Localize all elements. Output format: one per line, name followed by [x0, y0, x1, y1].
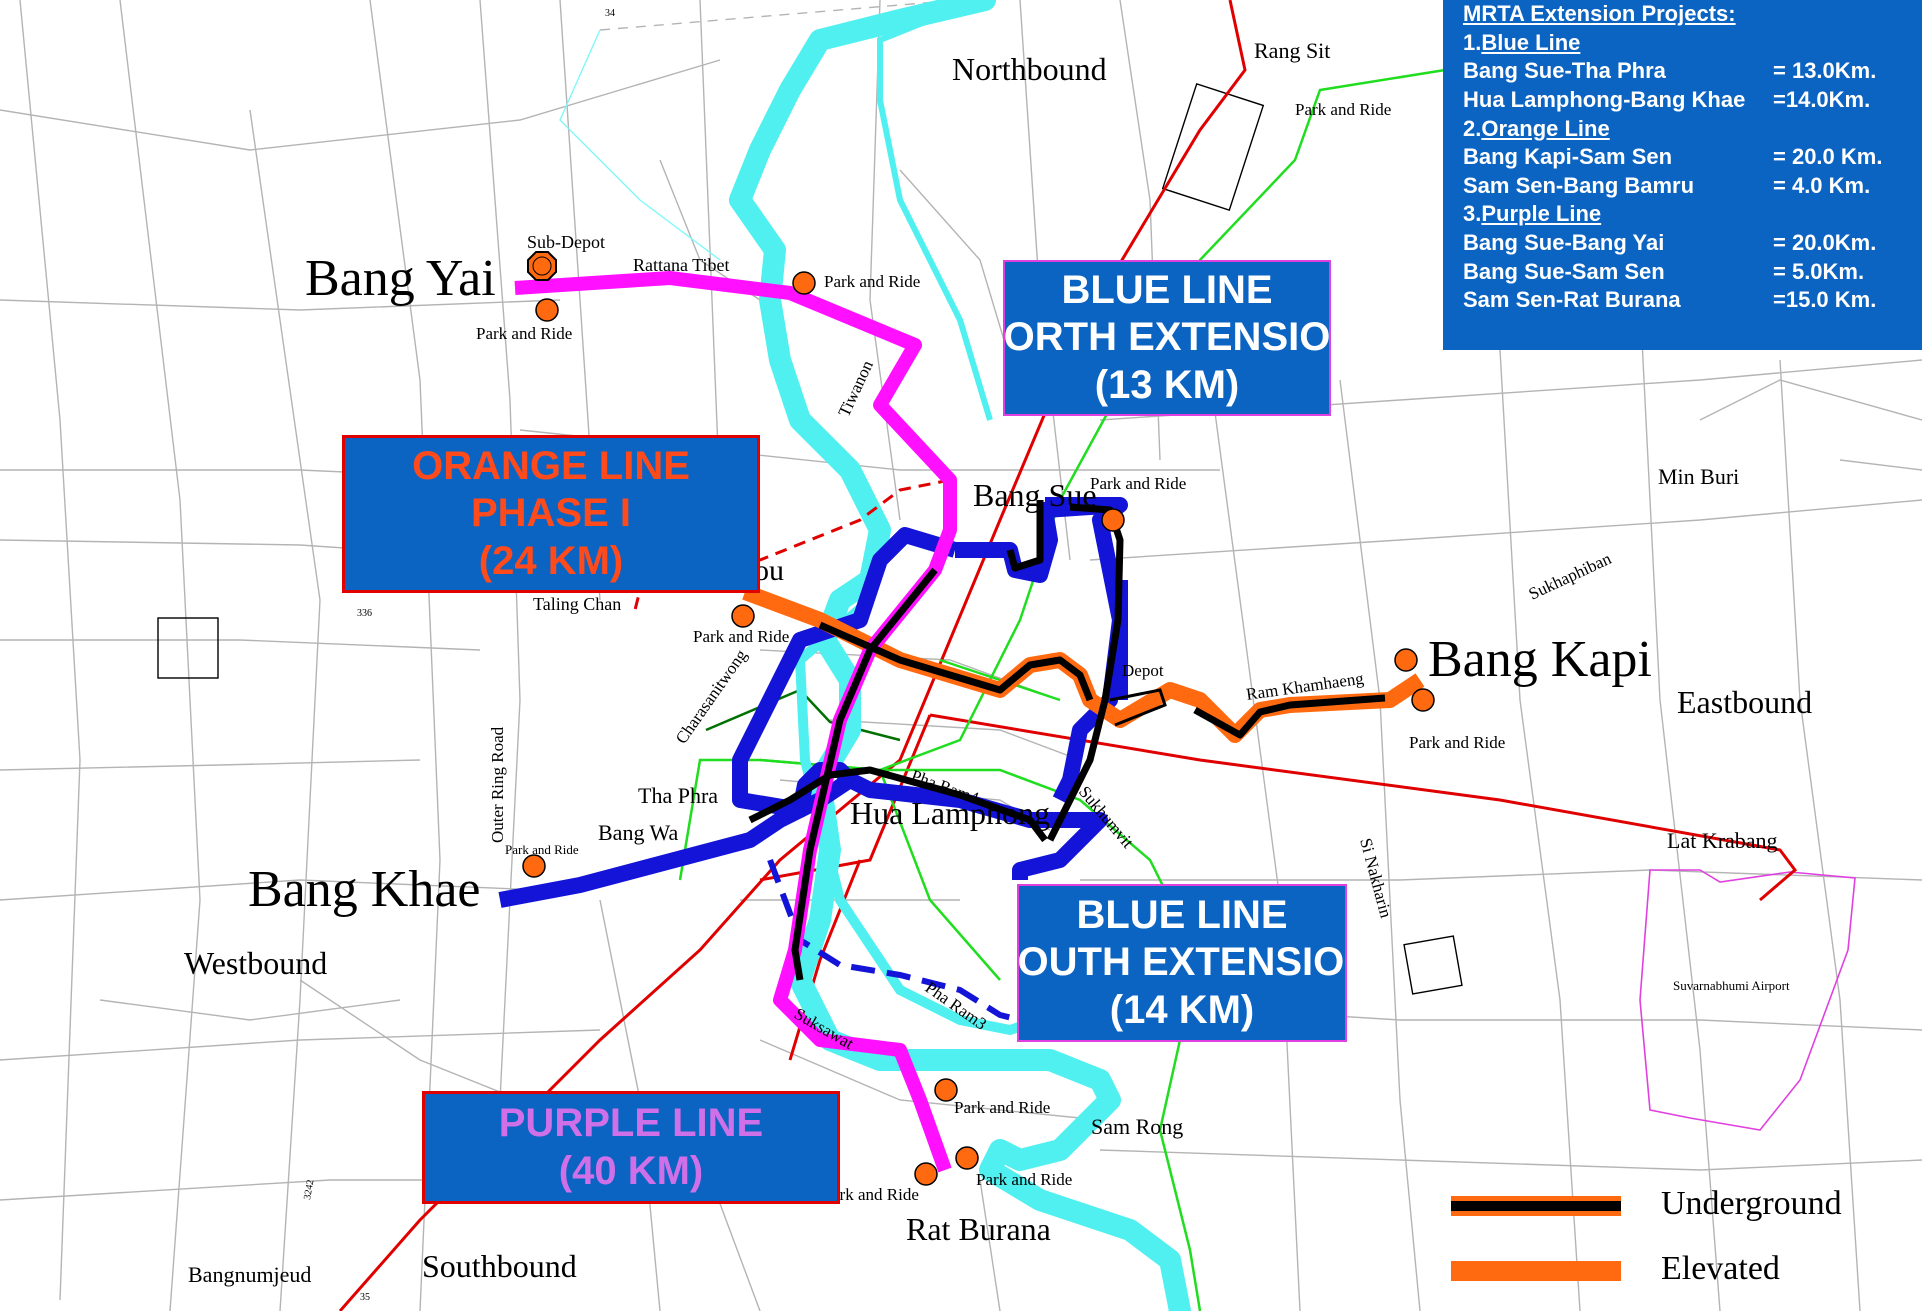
- label-lat-krabang: Lat Krabang: [1667, 828, 1778, 853]
- label-park-ride-bangyai: Park and Ride: [476, 324, 572, 343]
- label-si-nakharin: Si Nakharin: [1356, 836, 1396, 920]
- park-and-ride-marker: [1394, 648, 1418, 672]
- plot-square-west: [157, 617, 219, 679]
- plot-square-east: [1403, 935, 1463, 995]
- purple-line-box: PURPLE LINE (40 KM): [422, 1091, 840, 1204]
- blue-south-line1: BLUE LINE: [1076, 893, 1288, 938]
- orange-line1: ORANGE LINE: [412, 444, 690, 489]
- label-outer-ring: Outer Ring Road: [488, 726, 507, 843]
- purple-line1: PURPLE LINE: [498, 1101, 764, 1146]
- label-park-ride-talingchan: Park and Ride: [693, 627, 789, 646]
- panel-row: Bang Sue-Sam Sen= 5.0Km.: [1463, 258, 1865, 284]
- label-bang-yai: Bang Yai: [305, 250, 496, 307]
- park-and-ride-marker: [535, 298, 559, 322]
- label-sub-depot: Sub-Depot: [527, 232, 605, 252]
- label-park-ride-suksawat: Park and Ride: [954, 1098, 1050, 1117]
- park-and-ride-marker: [914, 1162, 938, 1186]
- label-park-ride-rattana: Park and Ride: [824, 272, 920, 291]
- label-bangnumjeud: Bangnumjeud: [188, 1262, 311, 1287]
- canal-curve: [794, 596, 1042, 1036]
- legend-underground-label: Underground: [1661, 1185, 1842, 1222]
- panel-row: Bang Sue-Tha Phra= 13.0Km.: [1463, 58, 1877, 84]
- label-rang-sit: Rang Sit: [1254, 38, 1330, 63]
- label-northbound: Northbound: [952, 51, 1107, 87]
- orange-line3: (24 KM): [478, 538, 624, 583]
- label-road-3242: 3242: [302, 1179, 316, 1201]
- panel-row: Sam Sen-Rat Burana=15.0 Km.: [1463, 287, 1877, 313]
- label-taling-chan: Taling Chan: [533, 594, 621, 614]
- label-bang-wa: Bang Wa: [598, 820, 679, 845]
- label-sukhaphiban: Sukhaphiban: [1526, 549, 1615, 604]
- label-depot: Depot: [1122, 661, 1164, 680]
- label-tha-phra: Tha Phra: [638, 783, 718, 808]
- label-rat-burana: Rat Burana: [906, 1211, 1051, 1247]
- label-min-buri: Min Buri: [1658, 464, 1739, 489]
- panel-row: Sam Sen-Bang Bamru= 4.0 Km.: [1463, 172, 1871, 198]
- park-and-ride-marker: [731, 604, 755, 628]
- label-park-ride-ratburana: Park and Ride: [976, 1170, 1072, 1189]
- label-bang-khae: Bang Khae: [248, 861, 480, 918]
- orange-line-box: ORANGE LINE PHASE I (24 KM): [342, 435, 760, 593]
- legend-swatches: [1451, 1196, 1621, 1281]
- river-branch-light: [877, 0, 993, 421]
- panel-row: Hua Lamphong-Bang Khae=14.0Km.: [1463, 87, 1871, 113]
- label-park-ride-cut: ark and Ride: [832, 1185, 919, 1204]
- label-road-35: 35: [360, 1292, 370, 1303]
- orange-line-dashed: [633, 478, 951, 611]
- label-road-336: 336: [357, 608, 372, 619]
- label-park-ride-bangkapi: Park and Ride: [1409, 733, 1505, 752]
- label-bang-kapi: Bang Kapi: [1428, 631, 1652, 688]
- label-road-34: 34: [605, 8, 615, 19]
- extension-projects-panel: MRTA Extension Projects: 1.Blue Line Ban…: [1443, 0, 1922, 350]
- park-and-ride-marker: [1411, 688, 1435, 712]
- park-and-ride-marker: [934, 1078, 958, 1102]
- sub-depot-marker-inner: [532, 256, 552, 276]
- park-and-ride-marker: [522, 854, 546, 878]
- park-and-ride-markers: [522, 271, 1435, 1186]
- legend-elevated-label: Elevated: [1661, 1250, 1780, 1287]
- blue-south-line3: (14 KM): [1109, 987, 1255, 1032]
- label-park-ride-bangwa: Park and Ride: [505, 842, 579, 857]
- legend-elevated-swatch: [1451, 1261, 1621, 1281]
- label-eastbound: Eastbound: [1677, 684, 1812, 720]
- plot-square-north: [1161, 82, 1265, 212]
- purple-line2: (40 KM): [558, 1148, 704, 1193]
- label-suvarnabhumi: Suvarnabhumi Airport: [1673, 978, 1790, 993]
- map-labels: Northbound Rang Sit Park and Ride Bang Y…: [184, 8, 1812, 1303]
- panel-section-heading: 1.Blue Line: [1463, 29, 1581, 55]
- park-and-ride-marker: [1101, 508, 1125, 532]
- label-charasanitwong: Charasanitwong: [672, 645, 751, 747]
- label-park-ride-n1: Park and Ride: [1295, 100, 1391, 119]
- label-sam-rong: Sam Rong: [1091, 1114, 1183, 1139]
- purple-line: [514, 271, 957, 1173]
- label-westbound: Westbound: [184, 945, 327, 981]
- legend-underground-swatch-core: [1451, 1201, 1621, 1211]
- park-and-ride-marker: [792, 271, 816, 295]
- panel-row: Bang Kapi-Sam Sen= 20.0 Km.: [1463, 144, 1883, 170]
- panel-row: Bang Sue-Bang Yai= 20.0Km.: [1463, 230, 1877, 256]
- panel-section-heading: 2.Orange Line: [1463, 115, 1610, 141]
- label-park-ride-bangsue: Park and Ride: [1090, 474, 1186, 493]
- label-hua-lamphong: Hua Lamphong: [850, 795, 1050, 831]
- river-branch-faint: [559, 29, 721, 261]
- panel-section-heading: 3.Purple Line: [1463, 201, 1602, 227]
- park-and-ride-marker: [955, 1146, 979, 1170]
- label-southbound: Southbound: [422, 1248, 577, 1284]
- panel-title: MRTA Extension Projects:: [1463, 1, 1736, 27]
- blue-north-line3: (13 KM): [1094, 362, 1240, 407]
- blue-south-line2: SOUTH EXTENSION: [1017, 940, 1345, 985]
- orange-line2: PHASE I: [470, 491, 632, 536]
- label-bang-sue: Bang Sue: [973, 477, 1097, 513]
- blue-line-south-box: BLUE LINE SOUTH EXTENSION (14 KM): [1017, 884, 1347, 1042]
- blue-north-line1: BLUE LINE: [1061, 268, 1273, 313]
- depot-spur: [1109, 688, 1167, 727]
- label-tiwanon: Tiwanon: [834, 357, 877, 420]
- road-north-dashed: [599, 0, 961, 31]
- label-rattana-tibet: Rattana Tibet: [633, 255, 730, 275]
- blue-north-line2: NORTH EXTENSION: [1003, 315, 1331, 360]
- airport-outline: [1639, 869, 1856, 1131]
- blue-line-north-box: BLUE LINE NORTH EXTENSION (13 KM): [1003, 260, 1331, 416]
- dark-green-line: [705, 688, 901, 742]
